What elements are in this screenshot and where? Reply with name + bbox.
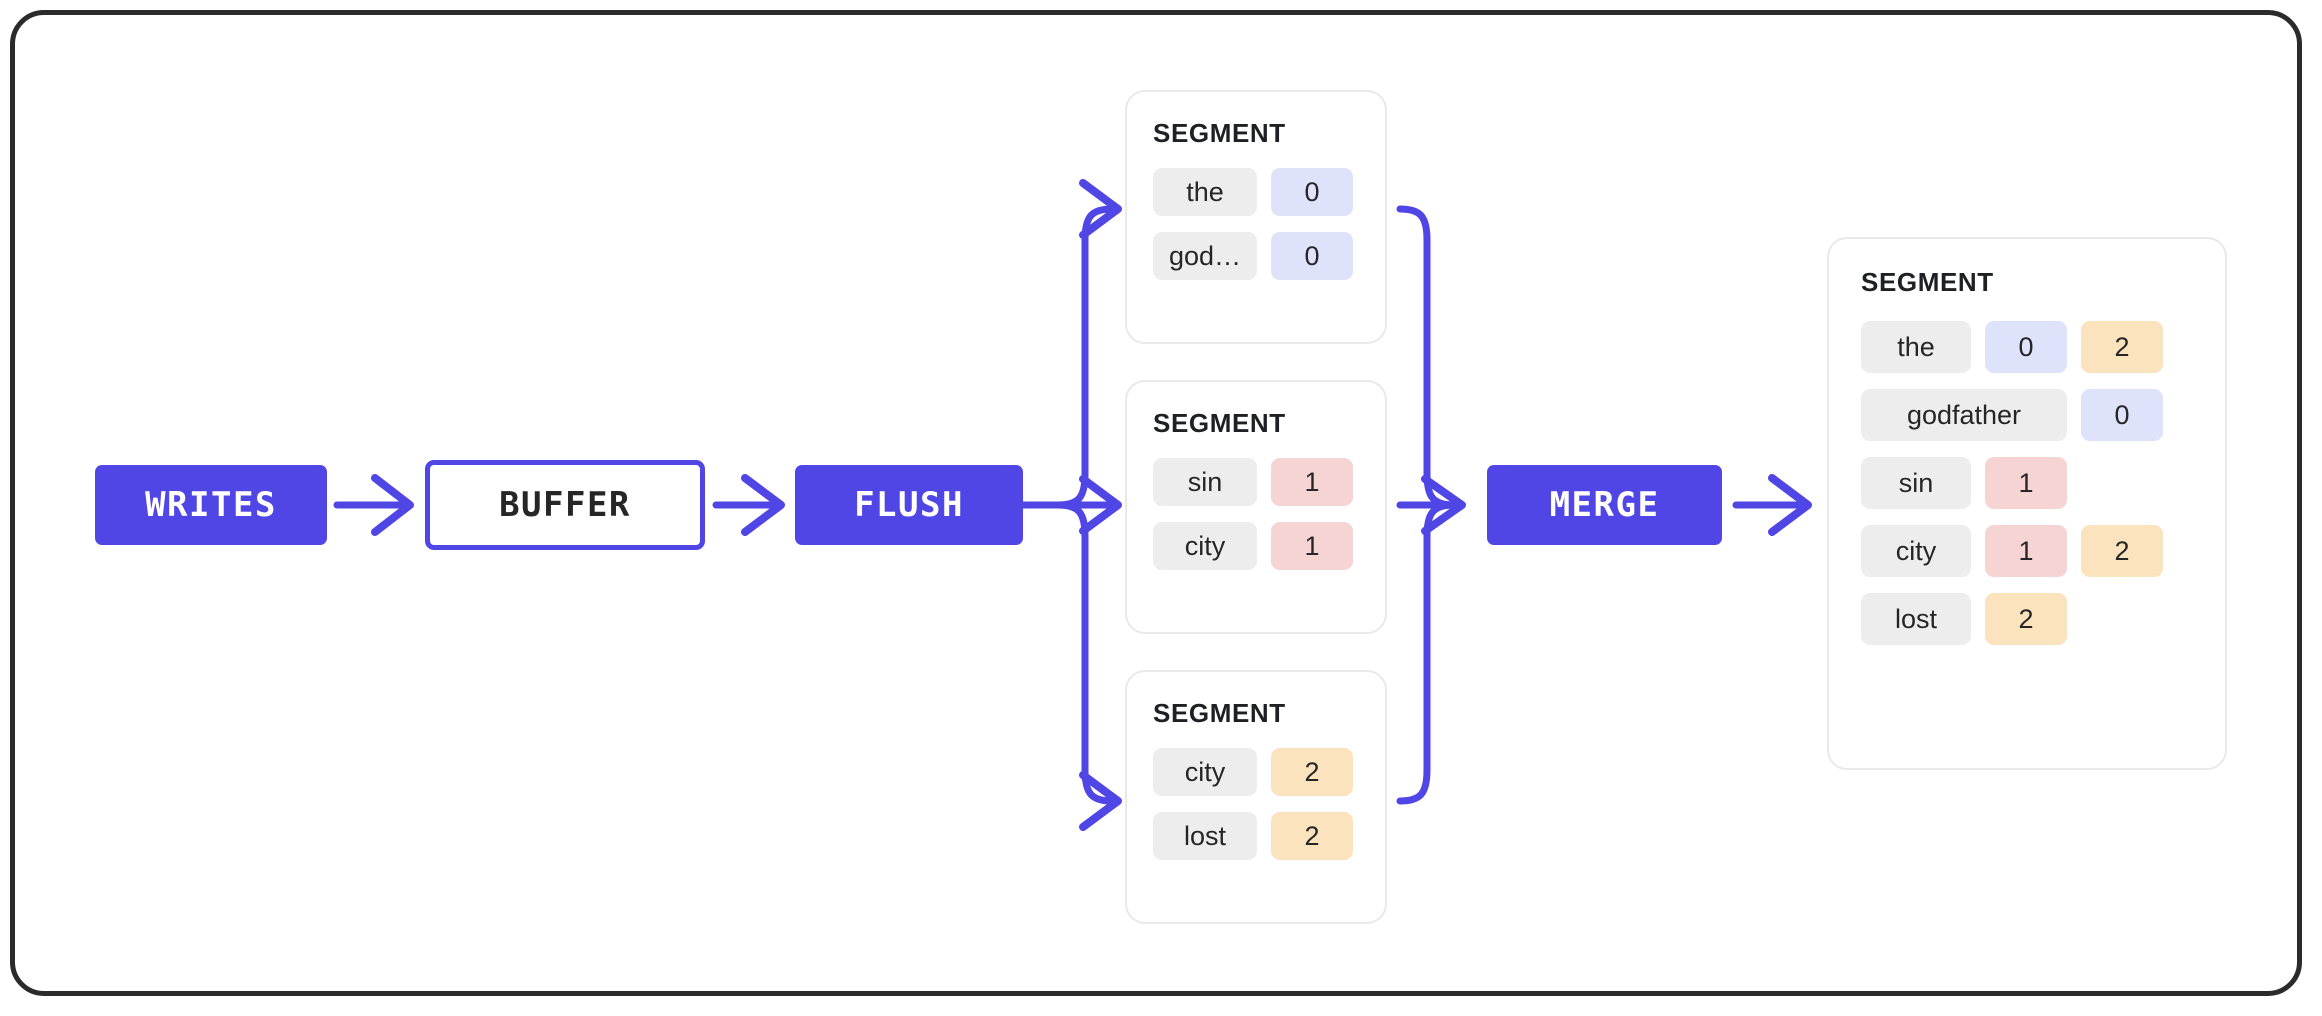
segment-card-2[interactable]: SEGMENT sin 1 city 1	[1125, 380, 1387, 634]
segment-value: 0	[1271, 232, 1353, 280]
merged-value-empty	[2081, 457, 2163, 509]
flush-block[interactable]: FLUSH	[795, 465, 1023, 545]
table-row: lost 2	[1861, 593, 2163, 645]
table-row: lost 2	[1153, 812, 1353, 860]
segment-title: SEGMENT	[1153, 118, 1286, 148]
buffer-block[interactable]: BUFFER	[425, 460, 705, 550]
merged-key: lost	[1861, 593, 1971, 645]
merged-value-secondary: 0	[2081, 389, 2163, 441]
segment-value: 2	[1271, 748, 1353, 796]
writes-block[interactable]: WRITES	[95, 465, 327, 545]
segment-key: god…	[1153, 232, 1257, 280]
segment-value: 2	[1271, 812, 1353, 860]
merged-value-primary: 0	[1985, 321, 2067, 373]
table-row: god… 0	[1153, 232, 1353, 280]
segment-card-1[interactable]: SEGMENT the 0 god… 0	[1125, 90, 1387, 344]
segment-key: lost	[1153, 812, 1257, 860]
merged-key: sin	[1861, 457, 1971, 509]
segment-key: sin	[1153, 458, 1257, 506]
segment-value: 1	[1271, 522, 1353, 570]
table-row: the 0	[1153, 168, 1353, 216]
table-row: city 1 2	[1861, 525, 2163, 577]
segment-key: city	[1153, 522, 1257, 570]
merged-segment-title: SEGMENT	[1861, 267, 1994, 297]
merge-block[interactable]: MERGE	[1487, 465, 1722, 545]
merged-value-primary: 2	[1985, 593, 2067, 645]
segment-value: 1	[1271, 458, 1353, 506]
flush-label: FLUSH	[854, 485, 964, 525]
segment-key: the	[1153, 168, 1257, 216]
segment-key: city	[1153, 748, 1257, 796]
merged-segment-card[interactable]: SEGMENT the 0 2 godfather 0 sin 1 city 1…	[1827, 237, 2227, 770]
table-row: godfather 0	[1861, 389, 2163, 441]
merged-value-primary: 1	[1985, 525, 2067, 577]
segment-title: SEGMENT	[1153, 698, 1286, 728]
segment-card-3[interactable]: SEGMENT city 2 lost 2	[1125, 670, 1387, 924]
buffer-label: BUFFER	[499, 485, 631, 525]
segment-title: SEGMENT	[1153, 408, 1286, 438]
merged-value-empty	[2081, 593, 2163, 645]
table-row: sin 1	[1861, 457, 2163, 509]
merged-key: city	[1861, 525, 1971, 577]
merged-segment-rows: the 0 2 godfather 0 sin 1 city 1 2 lost …	[1861, 321, 2163, 645]
segment-rows: sin 1 city 1	[1153, 458, 1353, 570]
table-row: the 0 2	[1861, 321, 2163, 373]
segment-rows: city 2 lost 2	[1153, 748, 1353, 860]
table-row: sin 1	[1153, 458, 1353, 506]
segment-value: 0	[1271, 168, 1353, 216]
merged-value-primary: 1	[1985, 457, 2067, 509]
merged-value-secondary: 2	[2081, 321, 2163, 373]
merged-value-secondary: 2	[2081, 525, 2163, 577]
segment-rows: the 0 god… 0	[1153, 168, 1353, 280]
writes-label: WRITES	[145, 485, 277, 525]
table-row: city 2	[1153, 748, 1353, 796]
merged-key: the	[1861, 321, 1971, 373]
table-row: city 1	[1153, 522, 1353, 570]
merged-key: godfather	[1861, 389, 2067, 441]
merge-label: MERGE	[1549, 485, 1660, 525]
